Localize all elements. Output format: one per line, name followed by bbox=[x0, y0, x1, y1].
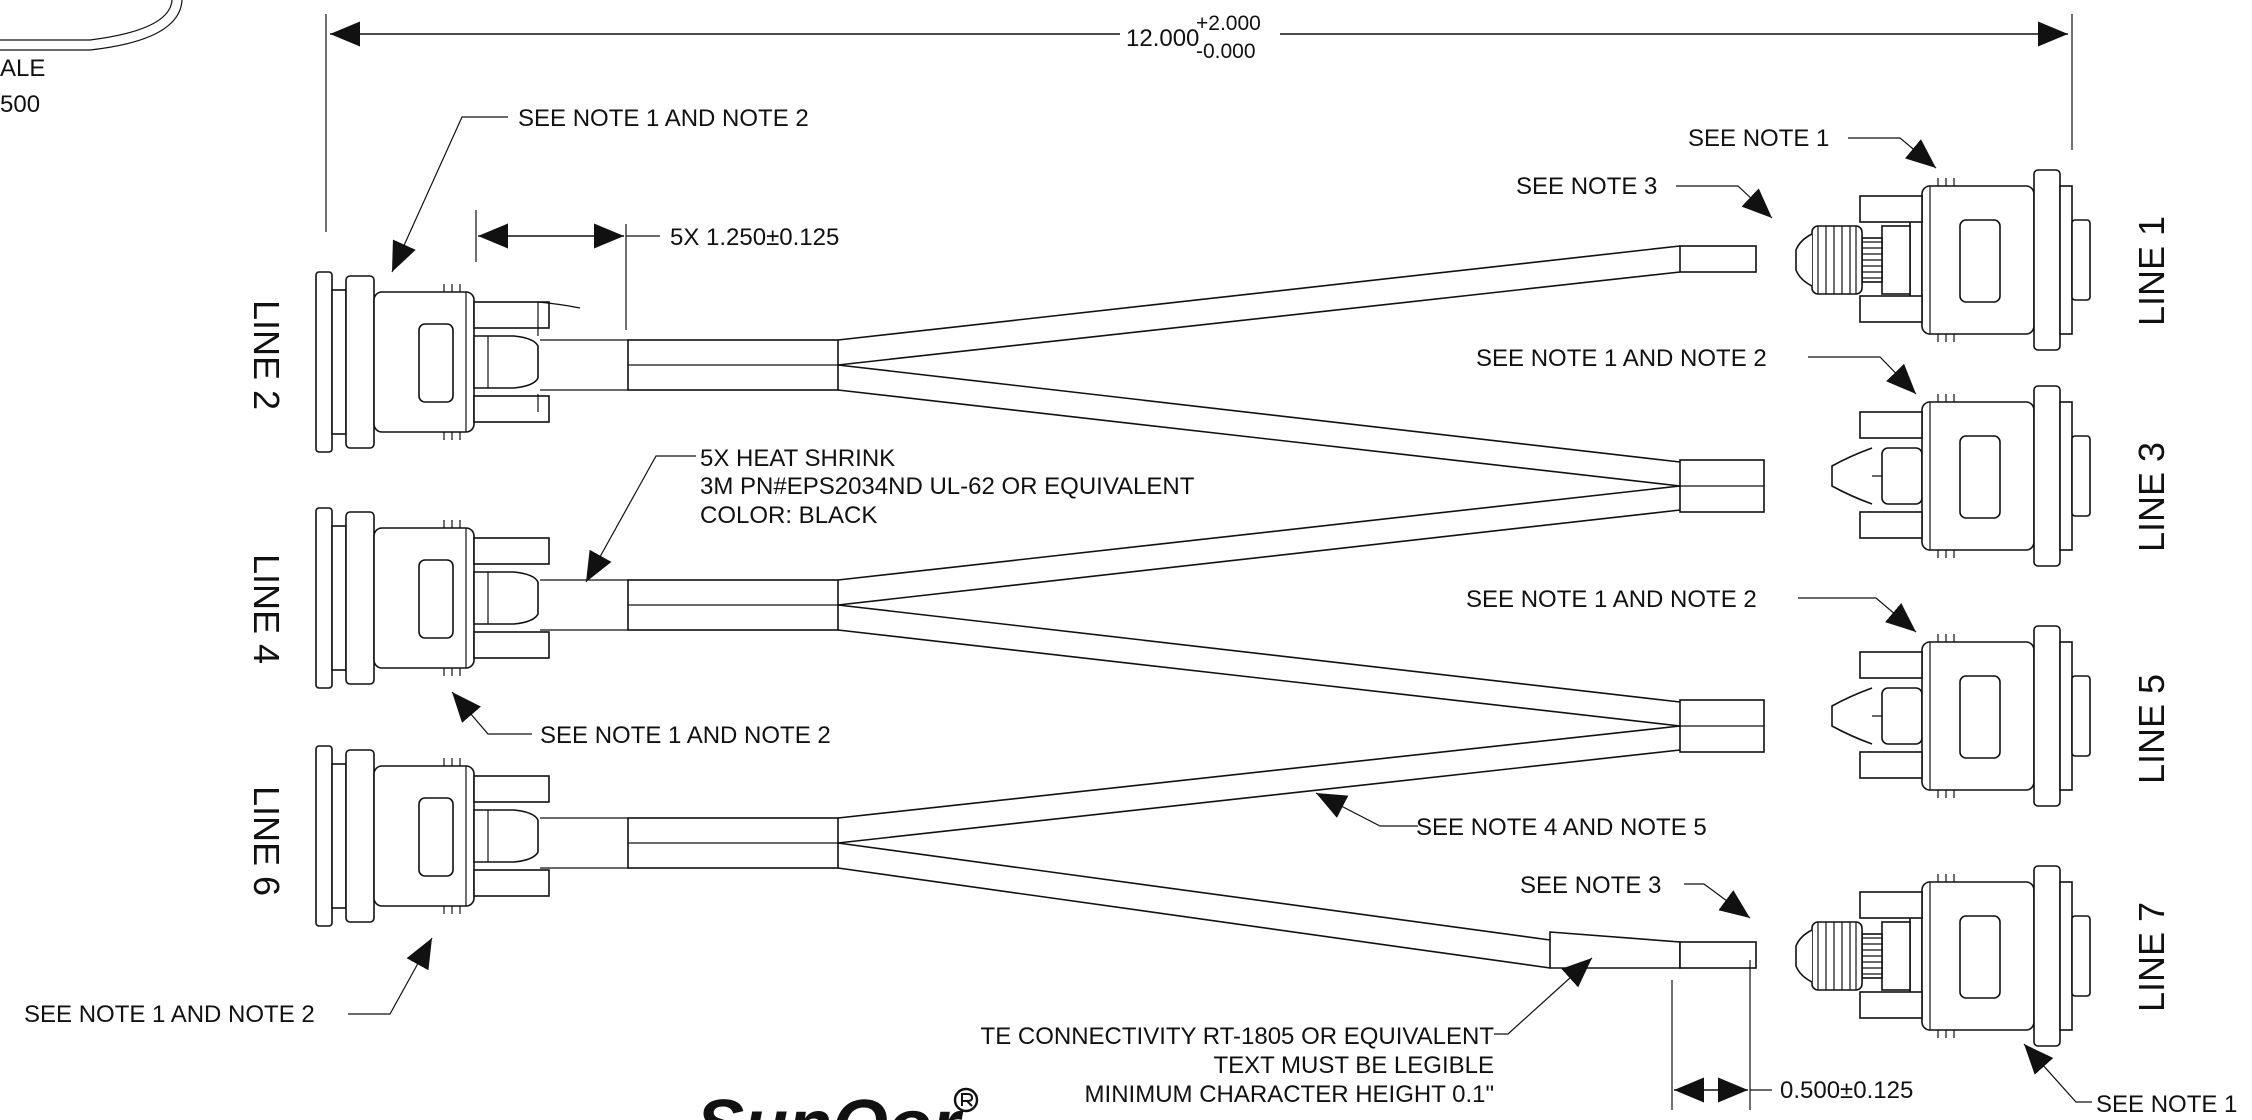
connector-line7 bbox=[1796, 866, 2090, 1046]
connector-line6 bbox=[315, 745, 550, 927]
sunqor-logo: SunQor bbox=[696, 1086, 979, 1120]
heat-shrink-line3: COLOR: BLACK bbox=[700, 502, 877, 529]
overall-dimension-minus: -0.000 bbox=[1196, 40, 1256, 63]
scale-value: 500 bbox=[0, 91, 40, 118]
label-line4: LINE 4 bbox=[246, 554, 287, 664]
connector-line2 bbox=[315, 271, 550, 453]
connector-line3 bbox=[1832, 386, 2090, 566]
marker-dimension: 0.500±0.125 bbox=[1780, 1077, 1913, 1104]
marker-note-line1: TE CONNECTIVITY RT-1805 OR EQUIVALENT bbox=[981, 1023, 1495, 1050]
heat-shrink-line1: 5X HEAT SHRINK bbox=[700, 445, 895, 472]
callout-line3: SEE NOTE 1 AND NOTE 2 bbox=[1476, 345, 1767, 372]
callout-line7-note1: SEE NOTE 1 bbox=[2096, 1091, 2237, 1118]
callout-top-left: SEE NOTE 1 AND NOTE 2 bbox=[518, 105, 809, 132]
label-line3: LINE 3 bbox=[2131, 442, 2172, 552]
connector-line5 bbox=[1832, 626, 2090, 806]
heat-shrink-line2: 3M PN#EPS2034ND UL-62 OR EQUIVALENT bbox=[700, 473, 1195, 500]
overall-dimension-plus: +2.000 bbox=[1196, 12, 1261, 35]
logo-text: SunQor bbox=[696, 1086, 964, 1120]
breakout-dimension: 5X 1.250±0.125 bbox=[670, 224, 839, 251]
label-line1: LINE 1 bbox=[2131, 216, 2172, 326]
label-line5: LINE 5 bbox=[2131, 674, 2172, 784]
scale-label: ALE bbox=[0, 55, 45, 82]
overall-dimension-nominal: 12.000 bbox=[1126, 25, 1199, 52]
label-line6: LINE 6 bbox=[246, 786, 287, 896]
marker-note-line3: MINIMUM CHARACTER HEIGHT 0.1" bbox=[1085, 1081, 1494, 1108]
connector-line1 bbox=[1796, 170, 2090, 350]
connector-line4 bbox=[315, 507, 550, 689]
callout-line1-note3: SEE NOTE 3 bbox=[1516, 173, 1657, 200]
callout-line7-note3: SEE NOTE 3 bbox=[1520, 872, 1661, 899]
callout-line5: SEE NOTE 1 AND NOTE 2 bbox=[1466, 586, 1757, 613]
callout-line1-note1: SEE NOTE 1 bbox=[1688, 125, 1829, 152]
label-line2: LINE 2 bbox=[246, 300, 287, 410]
cable-bundle bbox=[627, 245, 1765, 969]
marker-note-line2: TEXT MUST BE LEGIBLE bbox=[1213, 1052, 1494, 1079]
callout-line4: SEE NOTE 1 AND NOTE 2 bbox=[540, 722, 831, 749]
callout-cable-notes: SEE NOTE 4 AND NOTE 5 bbox=[1416, 814, 1707, 841]
callout-line6: SEE NOTE 1 AND NOTE 2 bbox=[24, 1001, 315, 1028]
label-line7: LINE 7 bbox=[2131, 902, 2172, 1012]
